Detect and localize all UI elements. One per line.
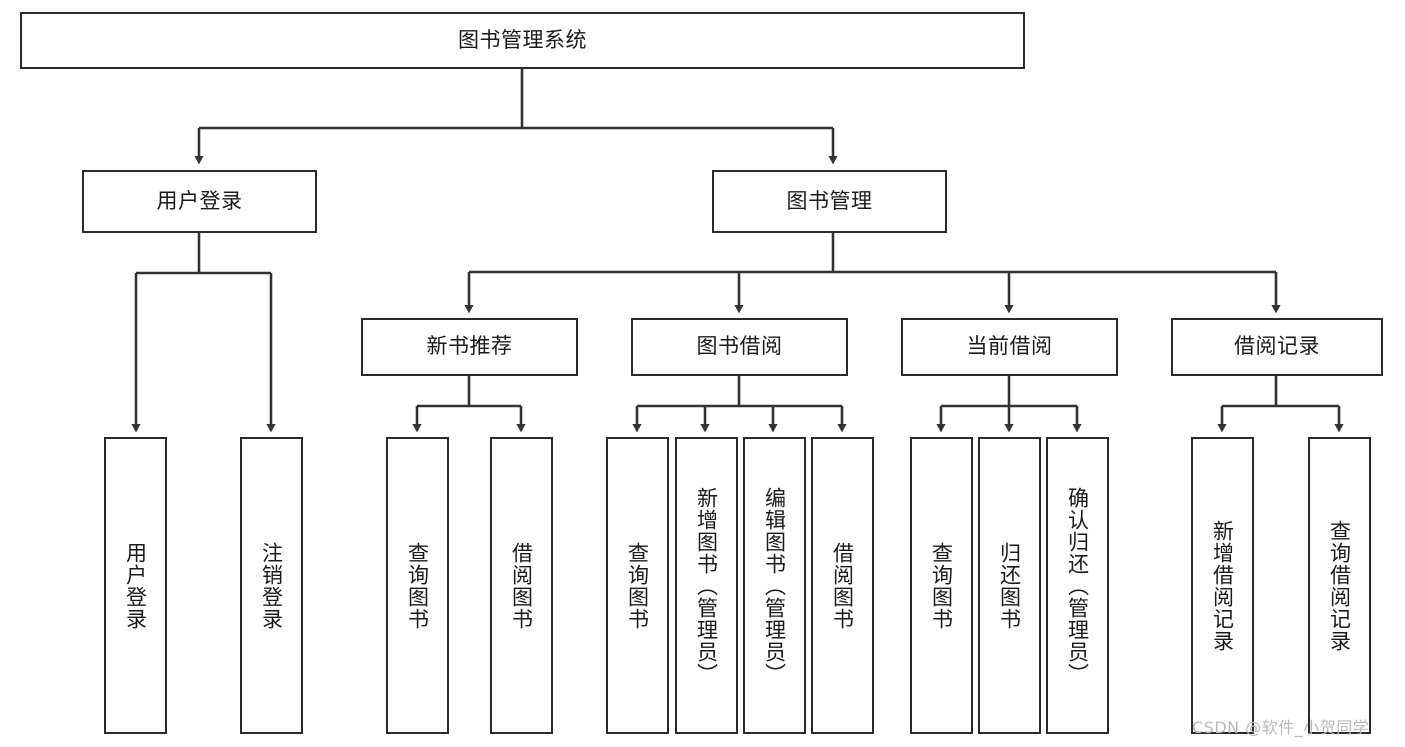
- leaf-logout-label: 注销登录: [259, 541, 284, 630]
- leaf-add-book-label: 新增图书（管理员）: [694, 486, 719, 685]
- node-user-login-label: 用户登录: [156, 188, 243, 213]
- node-current-borrow[interactable]: 当前借阅: [901, 318, 1118, 376]
- leaf-confirm-return[interactable]: 确认归还（管理员）: [1046, 437, 1109, 734]
- leaf-query-book-b-label: 查询图书: [625, 541, 650, 630]
- node-borrow-record-label: 借阅记录: [1234, 334, 1320, 359]
- node-new-book-recommend[interactable]: 新书推荐: [361, 318, 578, 376]
- leaf-query-book-c[interactable]: 查询图书: [910, 437, 973, 734]
- node-current-borrow-label: 当前借阅: [966, 334, 1053, 359]
- csdn-watermark: CSDN @软件_小贺同学: [1192, 718, 1370, 737]
- leaf-add-book[interactable]: 新增图书（管理员）: [675, 437, 738, 734]
- leaf-query-record-label: 查询借阅记录: [1327, 519, 1352, 652]
- leaf-query-book-c-label: 查询图书: [929, 541, 954, 630]
- node-book-management-label: 图书管理: [786, 188, 873, 213]
- node-new-book-recommend-label: 新书推荐: [426, 334, 513, 359]
- node-user-login[interactable]: 用户登录: [82, 170, 317, 233]
- leaf-edit-book-label: 编辑图书（管理员）: [762, 486, 787, 685]
- leaf-add-record[interactable]: 新增借阅记录: [1191, 437, 1254, 734]
- leaf-edit-book[interactable]: 编辑图书（管理员）: [743, 437, 806, 734]
- leaf-borrow-book-b-label: 借阅图书: [830, 541, 855, 630]
- node-root-system-label: 图书管理系统: [458, 27, 587, 52]
- leaf-query-record[interactable]: 查询借阅记录: [1308, 437, 1371, 734]
- leaf-return-book-label: 归还图书: [997, 541, 1022, 630]
- leaf-confirm-return-label: 确认归还（管理员）: [1065, 486, 1090, 685]
- node-borrow-record[interactable]: 借阅记录: [1171, 318, 1383, 376]
- leaf-return-book[interactable]: 归还图书: [978, 437, 1041, 734]
- leaf-query-book-a-label: 查询图书: [405, 541, 430, 630]
- leaf-logout[interactable]: 注销登录: [240, 437, 303, 734]
- leaf-borrow-book-a-label: 借阅图书: [509, 541, 534, 630]
- node-book-management[interactable]: 图书管理: [712, 170, 947, 233]
- node-root-system[interactable]: 图书管理系统: [20, 12, 1025, 69]
- leaf-borrow-book-b[interactable]: 借阅图书: [811, 437, 874, 734]
- leaf-query-book-b[interactable]: 查询图书: [606, 437, 669, 734]
- node-book-borrow-label: 图书借阅: [696, 334, 783, 359]
- leaf-user-login-label: 用户登录: [123, 541, 148, 630]
- leaf-add-record-label: 新增借阅记录: [1210, 519, 1235, 652]
- leaf-query-book-a[interactable]: 查询图书: [386, 437, 449, 734]
- leaf-borrow-book-a[interactable]: 借阅图书: [490, 437, 553, 734]
- leaf-user-login[interactable]: 用户登录: [104, 437, 167, 734]
- node-book-borrow[interactable]: 图书借阅: [631, 318, 848, 376]
